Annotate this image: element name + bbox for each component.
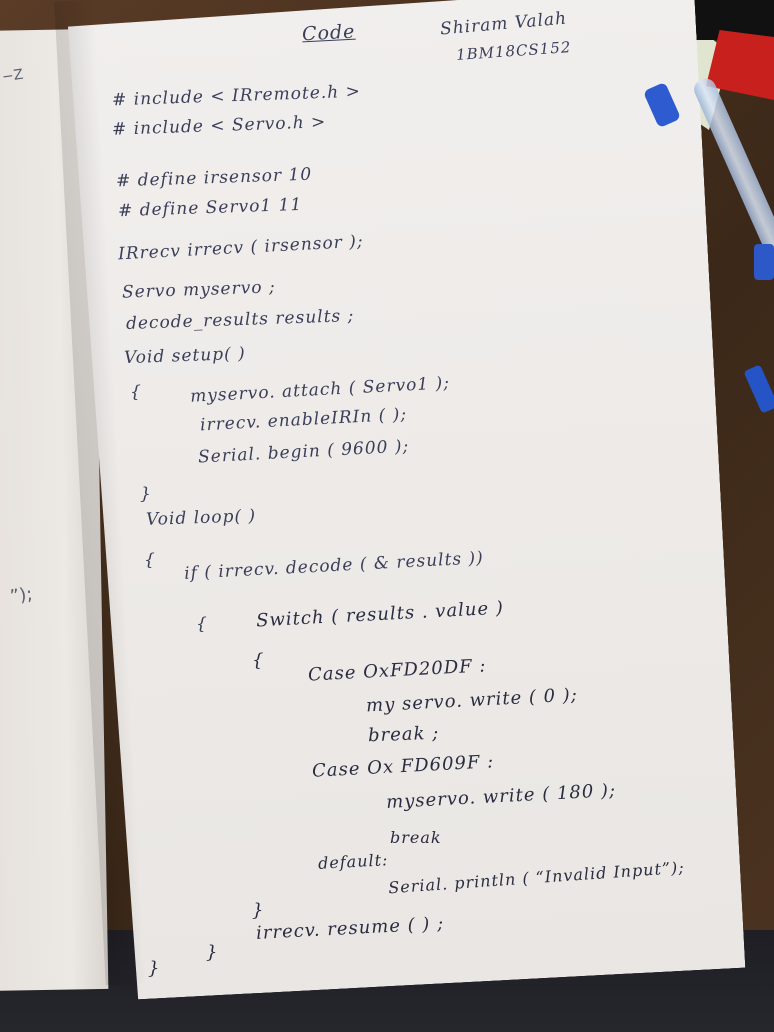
left-page-fragment-mid: ”); (8, 583, 34, 608)
blue-clip (754, 244, 774, 280)
code-line: break ; (367, 722, 440, 747)
notebook-page (55, 0, 746, 1001)
code-line: Void loop( ) (145, 506, 257, 530)
code-line: } (140, 484, 152, 504)
code-line: } (206, 942, 219, 963)
code-line: default: (317, 850, 389, 873)
code-line: Void setup( ) (123, 343, 247, 369)
code-line: } (148, 958, 161, 979)
code-line: } (252, 900, 265, 921)
code-line: { (130, 382, 142, 402)
code-line: { (144, 550, 156, 570)
code-line: break (390, 828, 442, 847)
code-line: { (252, 650, 265, 671)
code-line: { (196, 614, 208, 634)
left-page-fragment-top: −Z (0, 66, 25, 86)
page-title: Code (301, 20, 356, 46)
